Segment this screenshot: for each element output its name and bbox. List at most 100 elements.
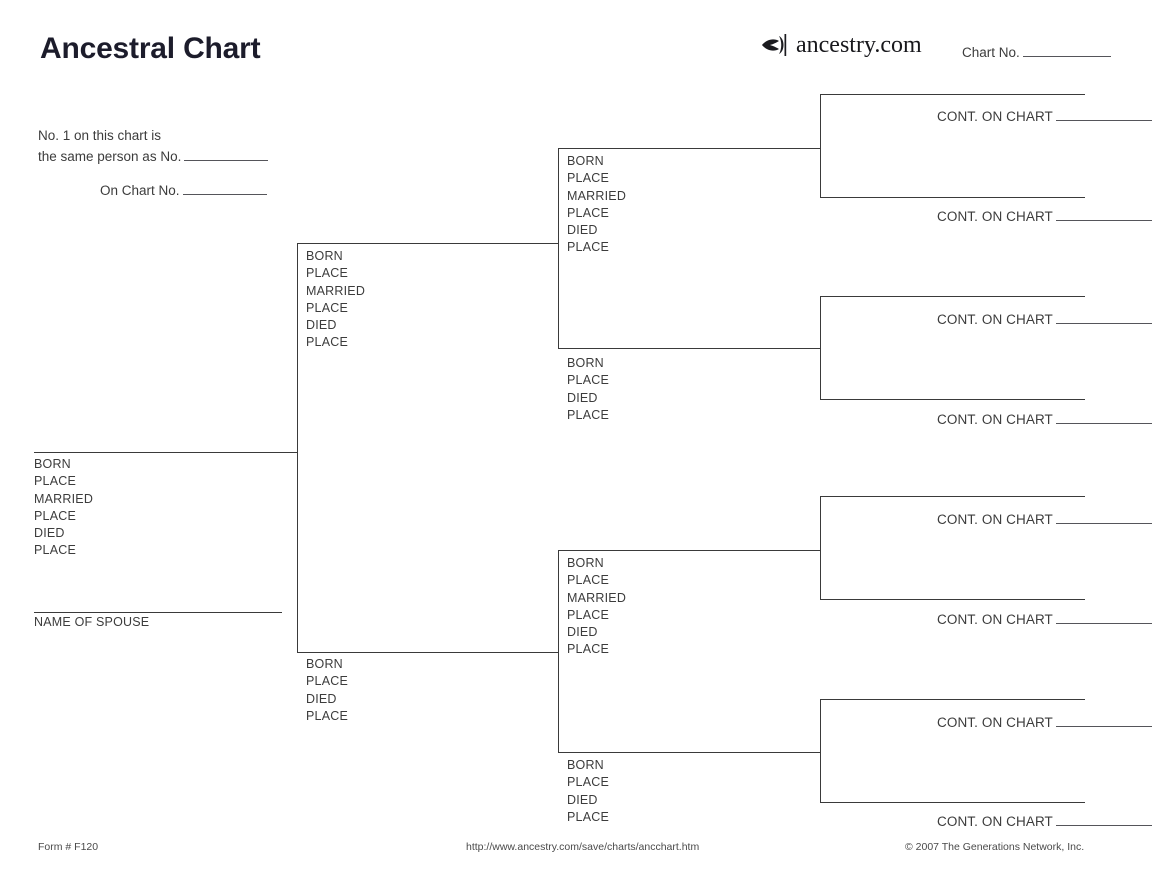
gen4-p11-cont-label: CONT. ON CHART [937, 412, 1053, 427]
gen4-p8-cont-blank[interactable] [1055, 120, 1152, 121]
gen4-p8-cont-on-chart[interactable]: CONT. ON CHART [937, 109, 1152, 124]
gen4-p15-cont-on-chart[interactable]: CONT. ON CHART [937, 814, 1152, 829]
gen2-father-fields: BORN PLACE MARRIED PLACE DIED PLACE [306, 248, 365, 352]
gen3-p4-field-place2: PLACE [567, 205, 609, 220]
gen3-p6-name-line[interactable] [558, 550, 821, 551]
gen4-p14-cont-blank[interactable] [1055, 726, 1152, 727]
gen4-p12-cont-blank[interactable] [1055, 523, 1152, 524]
gen2-father-field-died: DIED [306, 318, 337, 333]
gen2-mother-field-place1: PLACE [306, 674, 348, 689]
chart-number-label: Chart No. [962, 45, 1020, 60]
on-chart-no-blank[interactable] [182, 194, 267, 196]
gen3-p4-field-born: BORN [567, 154, 604, 168]
gen4-p14-cont-label: CONT. ON CHART [937, 715, 1053, 730]
gen3-p4-field-place1: PLACE [567, 171, 609, 186]
note-line-2-row[interactable]: the same person as No. [38, 147, 269, 168]
gen2-mother-name-line[interactable] [297, 652, 558, 653]
gen4-p10-cont-blank[interactable] [1055, 323, 1152, 324]
gen3-p7-field-born: BORN [567, 758, 604, 772]
gen4-p13-name-line[interactable] [820, 599, 1085, 600]
gen4-bracket-d [820, 699, 821, 802]
gen2-bracket [297, 243, 298, 653]
person1-field-place3: PLACE [34, 543, 76, 558]
gen4-p14-name-line[interactable] [820, 699, 1085, 700]
gen3-p5-field-died: DIED [567, 390, 598, 405]
footer-copyright: © 2007 The Generations Network, Inc. [905, 841, 1085, 853]
gen3-p6-field-place3: PLACE [567, 642, 609, 657]
gen4-p11-cont-on-chart[interactable]: CONT. ON CHART [937, 412, 1152, 427]
gen4-p10-name-line[interactable] [820, 296, 1085, 297]
note-line-3-row[interactable]: On Chart No. [38, 181, 268, 202]
gen3-p6-field-place1: PLACE [567, 573, 609, 588]
note-line-1: No. 1 on this chart is [38, 128, 162, 143]
gen3-p4-field-place3: PLACE [567, 240, 609, 255]
gen3-p7-name-line[interactable] [558, 752, 821, 753]
gen2-father-name-line[interactable] [297, 243, 558, 244]
gen3-p5-field-place2: PLACE [567, 407, 609, 422]
gen4-p10-cont-label: CONT. ON CHART [937, 312, 1053, 327]
gen3-p6-field-married: MARRIED [567, 590, 627, 605]
footer-form-number: Form # F120 [38, 841, 99, 853]
person1-name-line[interactable] [34, 452, 282, 453]
gen4-p9-name-line[interactable] [820, 197, 1085, 198]
gen4-p9-cont-blank[interactable] [1055, 220, 1152, 221]
note-line-2: the same person as No. [38, 148, 182, 164]
gen4-p13-cont-on-chart[interactable]: CONT. ON CHART [937, 612, 1152, 627]
spouse-caption: NAME OF SPOUSE [34, 615, 150, 629]
gen4-p15-name-line[interactable] [820, 802, 1085, 803]
page-title: Ancestral Chart [40, 32, 261, 65]
gen4-p10-cont-on-chart[interactable]: CONT. ON CHART [937, 312, 1152, 327]
spouse-name-line[interactable] [34, 612, 282, 613]
gen3-p5-fields: BORN PLACE DIED PLACE [567, 355, 609, 424]
person1-fields: BORN PLACE MARRIED PLACE DIED PLACE [34, 456, 93, 560]
chart-number-field[interactable]: Chart No. [962, 45, 1111, 60]
person1-field-place2: PLACE [34, 508, 76, 523]
gen3-p4-fields: BORN PLACE MARRIED PLACE DIED PLACE [567, 153, 626, 257]
same-person-no-blank[interactable] [184, 159, 269, 161]
person1-field-born: BORN [34, 457, 71, 471]
gen4-p13-cont-blank[interactable] [1055, 623, 1152, 624]
gen3-upper-bracket [558, 148, 559, 348]
person1-field-married: MARRIED [34, 491, 94, 506]
gen4-bracket-b [820, 296, 821, 399]
gen4-p14-cont-on-chart[interactable]: CONT. ON CHART [937, 715, 1152, 730]
gen4-p12-name-line[interactable] [820, 496, 1085, 497]
gen3-p4-field-married: MARRIED [567, 188, 627, 203]
gen2-mother-field-born: BORN [306, 657, 343, 671]
gen3-p7-fields: BORN PLACE DIED PLACE [567, 757, 609, 826]
gen4-p8-name-line[interactable] [820, 94, 1085, 95]
gen2-father-field-place2: PLACE [306, 300, 348, 315]
gen4-p12-cont-on-chart[interactable]: CONT. ON CHART [937, 512, 1152, 527]
ancestry-brand: ancestry.com [760, 32, 922, 58]
person1-field-died: DIED [34, 526, 65, 541]
brand-name: ancestry.com [796, 32, 922, 58]
gen3-p7-field-place1: PLACE [567, 775, 609, 790]
gen4-p12-cont-label: CONT. ON CHART [937, 512, 1053, 527]
gen4-p9-cont-on-chart[interactable]: CONT. ON CHART [937, 209, 1152, 224]
gen3-p6-fields: BORN PLACE MARRIED PLACE DIED PLACE [567, 555, 626, 659]
person1-field-place1: PLACE [34, 474, 76, 489]
gen3-p6-field-place2: PLACE [567, 607, 609, 622]
gen4-p11-cont-blank[interactable] [1055, 423, 1152, 424]
ancestry-leaf-icon [760, 32, 794, 58]
gen3-p6-field-born: BORN [567, 556, 604, 570]
gen3-p5-field-born: BORN [567, 356, 604, 370]
gen4-p9-cont-label: CONT. ON CHART [937, 209, 1053, 224]
gen4-bracket-c [820, 496, 821, 599]
gen3-p5-name-line[interactable] [558, 348, 821, 349]
gen3-p5-field-place1: PLACE [567, 373, 609, 388]
gen3-p7-field-place2: PLACE [567, 809, 609, 824]
gen2-mother-field-place2: PLACE [306, 708, 348, 723]
chart-number-blank[interactable] [1022, 56, 1111, 57]
gen2-father-field-place1: PLACE [306, 266, 348, 281]
gen3-p4-name-line[interactable] [558, 148, 821, 149]
gen4-p8-cont-label: CONT. ON CHART [937, 109, 1053, 124]
gen2-father-field-place3: PLACE [306, 335, 348, 350]
note-line-3: On Chart No. [100, 183, 180, 199]
connector-gen1-to-gen2 [282, 452, 298, 453]
gen4-p11-name-line[interactable] [820, 399, 1085, 400]
gen4-p15-cont-blank[interactable] [1055, 825, 1152, 826]
gen4-bracket-a [820, 94, 821, 197]
gen2-mother-field-died: DIED [306, 691, 337, 706]
